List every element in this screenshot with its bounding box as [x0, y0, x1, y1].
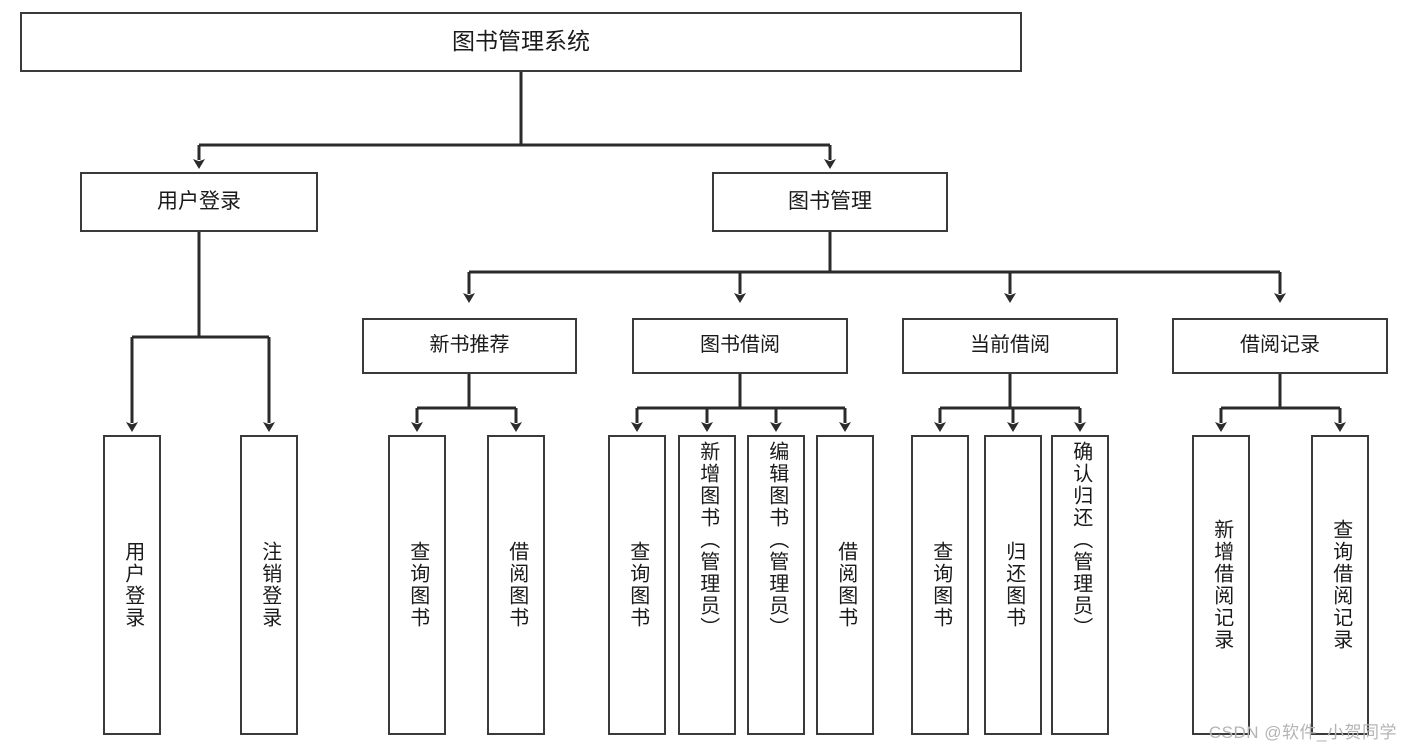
node-user-login-label: 用户登录 — [157, 189, 241, 213]
node-leaf-query-book-1-label: 查询图书 — [406, 541, 429, 629]
node-new-book-recommend-label: 新书推荐 — [429, 334, 510, 357]
node-leaf-user-login[interactable]: 用户登录 — [103, 435, 161, 735]
node-leaf-add-book-label: 新增图书（管理员） — [696, 441, 719, 639]
node-new-book-recommend[interactable]: 新书推荐 — [362, 318, 577, 374]
node-leaf-edit-book-label: 编辑图书（管理员） — [765, 441, 788, 639]
node-leaf-edit-book[interactable]: 编辑图书（管理员） — [747, 435, 805, 735]
node-book-manage-label: 图书管理 — [788, 189, 872, 213]
node-leaf-query-book-2[interactable]: 查询图书 — [608, 435, 666, 735]
node-leaf-borrow-book-1-label: 借阅图书 — [505, 541, 528, 629]
node-leaf-query-record-label: 查询借阅记录 — [1329, 519, 1352, 651]
node-leaf-add-record[interactable]: 新增借阅记录 — [1192, 435, 1250, 735]
node-book-manage[interactable]: 图书管理 — [712, 172, 948, 232]
node-leaf-borrow-book-2-label: 借阅图书 — [834, 541, 857, 629]
node-leaf-query-book-3-label: 查询图书 — [929, 541, 952, 629]
node-leaf-borrow-book-1[interactable]: 借阅图书 — [487, 435, 545, 735]
node-leaf-query-book-2-label: 查询图书 — [626, 541, 649, 629]
node-root-system[interactable]: 图书管理系统 — [20, 12, 1022, 72]
node-leaf-query-book-1[interactable]: 查询图书 — [388, 435, 446, 735]
node-root-label: 图书管理系统 — [452, 28, 590, 55]
csdn-watermark: CSDN @软件_小贺同学 — [1208, 723, 1397, 742]
node-borrow-record-label: 借阅记录 — [1240, 334, 1320, 357]
node-leaf-query-book-3[interactable]: 查询图书 — [911, 435, 969, 735]
node-leaf-confirm-return-label: 确认归还（管理员） — [1069, 441, 1092, 639]
node-user-login[interactable]: 用户登录 — [80, 172, 318, 232]
node-leaf-borrow-book-2[interactable]: 借阅图书 — [816, 435, 874, 735]
node-leaf-add-book[interactable]: 新增图书（管理员） — [678, 435, 736, 735]
node-book-borrow-label: 图书借阅 — [700, 334, 780, 357]
node-leaf-confirm-return[interactable]: 确认归还（管理员） — [1051, 435, 1109, 735]
node-current-borrow-label: 当前借阅 — [970, 334, 1050, 357]
node-leaf-query-record[interactable]: 查询借阅记录 — [1311, 435, 1369, 735]
node-leaf-user-login-label: 用户登录 — [121, 541, 144, 629]
node-borrow-record[interactable]: 借阅记录 — [1172, 318, 1388, 374]
node-book-borrow[interactable]: 图书借阅 — [632, 318, 848, 374]
node-leaf-return-book[interactable]: 归还图书 — [984, 435, 1042, 735]
node-leaf-add-record-label: 新增借阅记录 — [1210, 519, 1233, 651]
node-current-borrow[interactable]: 当前借阅 — [902, 318, 1118, 374]
node-leaf-user-logout[interactable]: 注销登录 — [240, 435, 298, 735]
node-leaf-return-book-label: 归还图书 — [1002, 541, 1025, 629]
node-leaf-user-logout-label: 注销登录 — [258, 541, 281, 629]
